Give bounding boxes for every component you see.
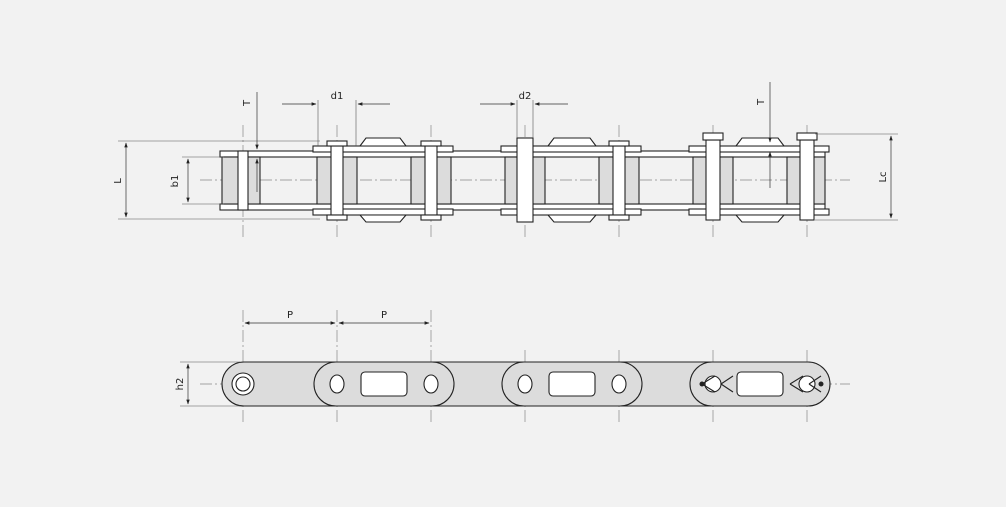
top-dimension-lines [118, 82, 898, 221]
dim-label-T-left: T [242, 99, 253, 107]
pin-caps [326, 132, 818, 221]
chain-top-view: T d1 d2 T L b1 Lc [113, 82, 898, 240]
side-dimension-lines [180, 321, 430, 407]
side-slots [360, 371, 784, 397]
side-bars [358, 137, 786, 223]
side-cotter-pins [699, 375, 824, 393]
dim-label-d2: d2 [519, 91, 532, 102]
dim-label-P-1: P [287, 310, 293, 321]
chain-side-view: P P h2 [175, 310, 850, 422]
dim-label-T-right: T [756, 98, 767, 106]
dim-label-L: L [113, 178, 124, 184]
dim-label-P-2: P [381, 310, 387, 321]
dim-label-h2: h2 [175, 378, 186, 391]
dim-label-d1: d1 [331, 91, 344, 102]
dim-label-b1: b1 [170, 175, 181, 188]
pins [237, 137, 815, 223]
dim-label-Lc: Lc [878, 171, 889, 182]
